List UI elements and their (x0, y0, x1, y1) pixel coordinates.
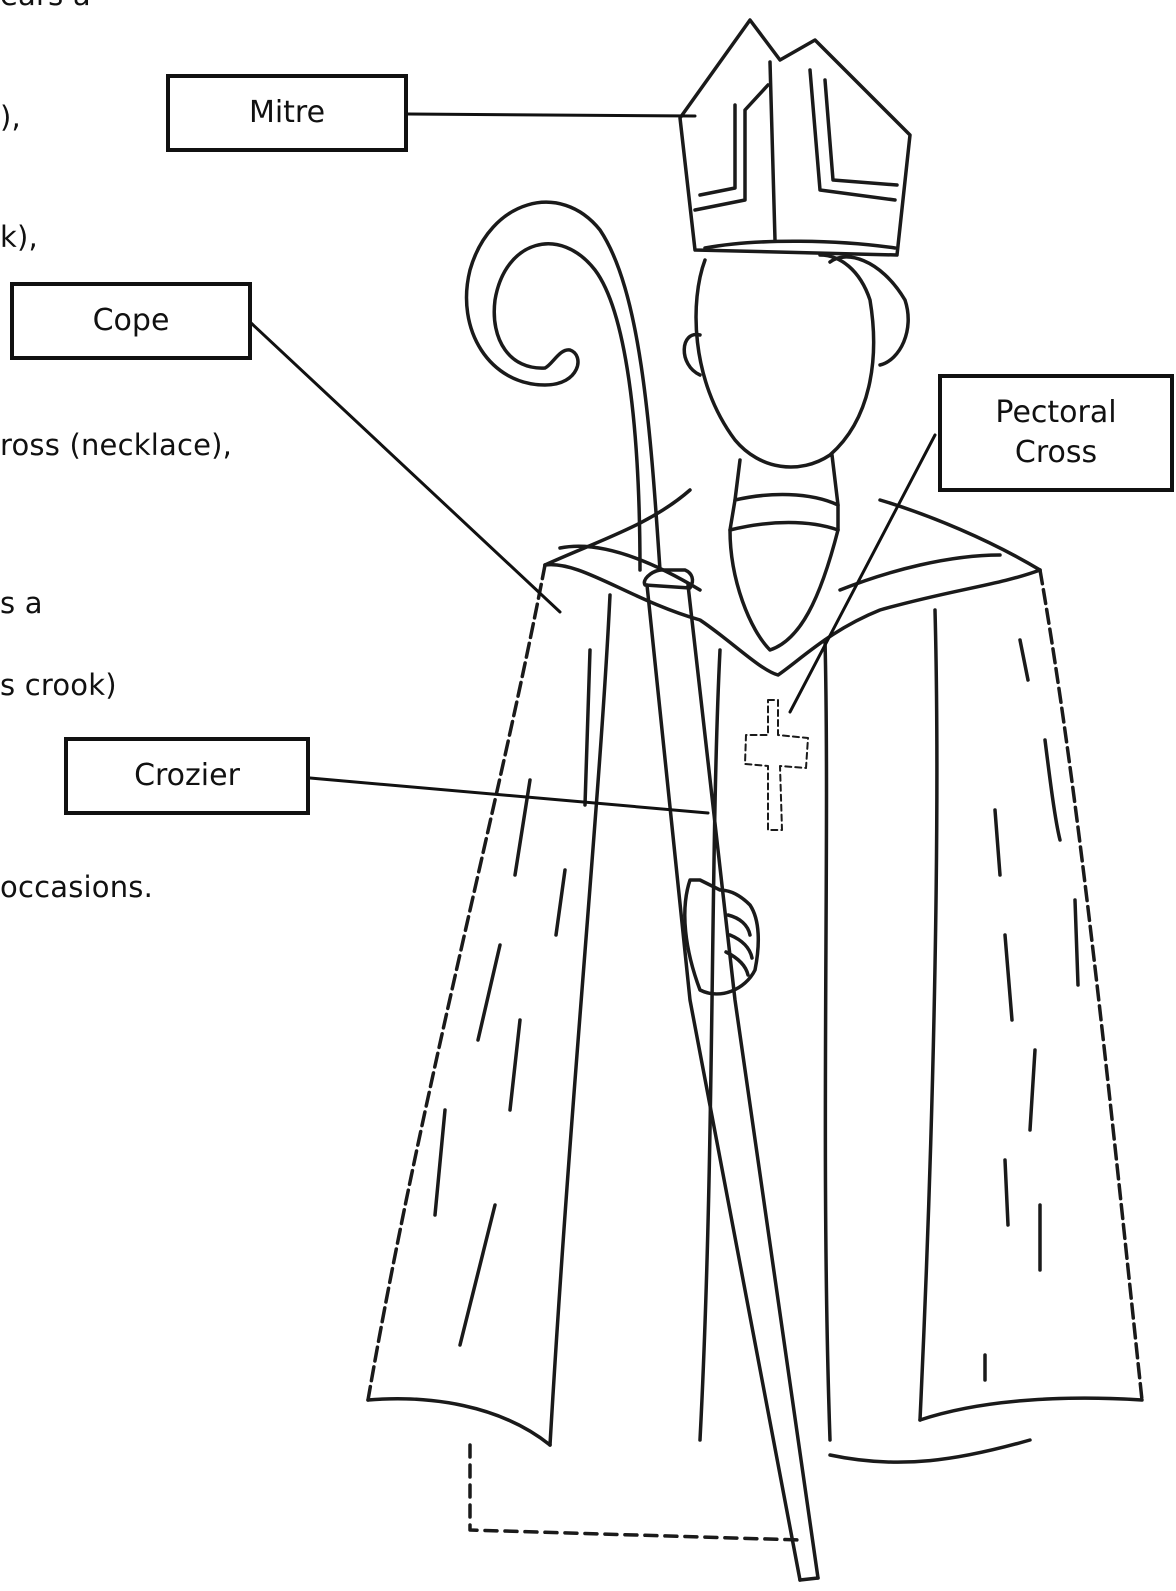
text-fragment-2: ), (0, 100, 21, 134)
cope-label-text: Cope (93, 301, 170, 341)
mitre-label: Mitre (166, 74, 408, 152)
mitre-label-text: Mitre (249, 93, 325, 133)
crozier-leader-line (310, 778, 708, 813)
text-fragment-6: s crook) (0, 668, 117, 702)
text-fragment-3: k), (0, 220, 38, 254)
crozier-label-text: Crozier (134, 756, 240, 796)
pectoral-label-line1: Pectoral (995, 393, 1116, 433)
text-fragment-1: ears a (0, 0, 91, 12)
cope-leader-line (250, 322, 560, 612)
text-fragment-5: s a (0, 586, 43, 620)
face-drawing (684, 255, 908, 505)
text-fragment-7: occasions. (0, 870, 153, 904)
collar-drawing (730, 495, 838, 650)
pectoral-cross-drawing (745, 700, 808, 830)
text-fragment-4: ross (necklace), (0, 428, 232, 462)
cope-label: Cope (10, 282, 252, 360)
pectoral-label-line2: Cross (1015, 433, 1097, 473)
pectoral-cross-label: Pectoral Cross (938, 374, 1174, 492)
hand-drawing (685, 880, 758, 994)
pectoral-leader-line (790, 435, 935, 712)
crozier-drawing (467, 202, 818, 1580)
cope-drawing (368, 490, 1142, 1540)
mitre-drawing (680, 20, 910, 255)
crozier-label: Crozier (64, 737, 310, 815)
mitre-leader-line (408, 114, 695, 116)
